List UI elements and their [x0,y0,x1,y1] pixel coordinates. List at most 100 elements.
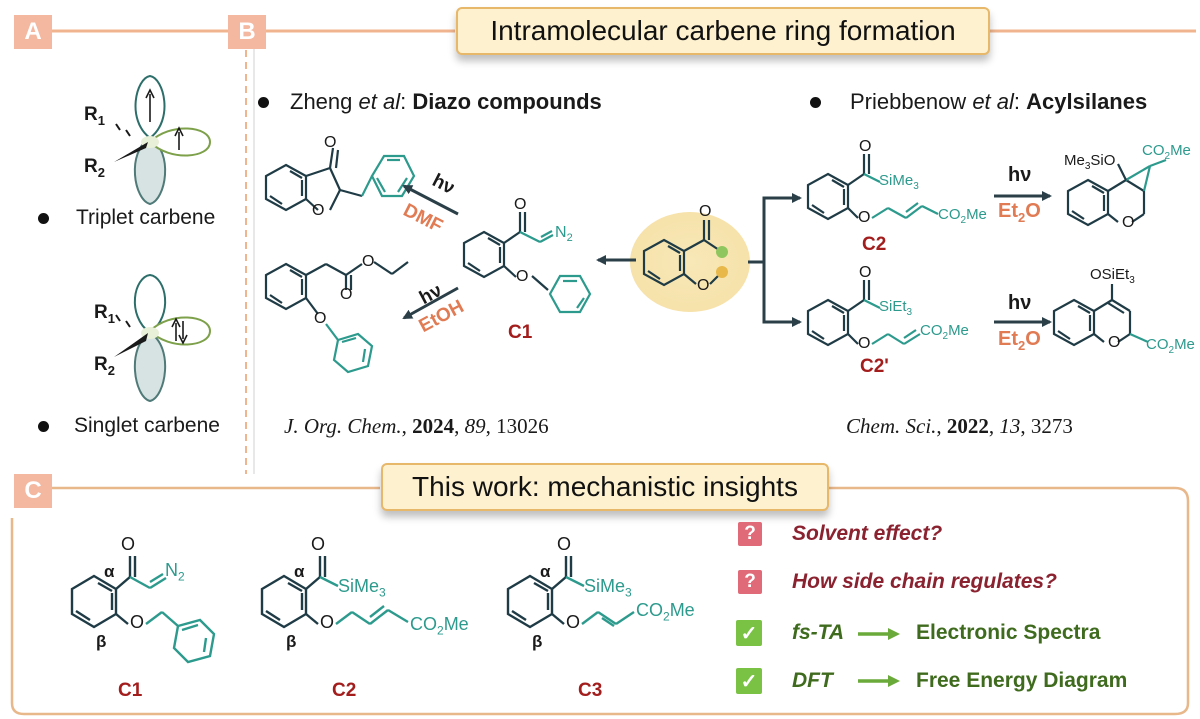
c2p-acylsilane-molecule [806,280,921,347]
c3-molecule-c [506,556,635,629]
check-icon: ✓ [736,668,762,694]
central-chromanone [642,220,723,287]
arrow-to-c2p [762,262,802,327]
alpha-c2: α [294,562,305,581]
atom-o-ether-c2: O [858,209,871,226]
atom-o-ether-c1: O [516,268,529,285]
atom-o-ether-c2p: O [858,335,871,352]
chromene-product [1052,284,1149,347]
atom-o-ether-product2: O [314,310,327,327]
question-icon: ? [738,522,762,546]
atom-o-ether-c2-c: O [320,612,335,632]
check-icon: ✓ [736,620,762,646]
triplet-carbene-label: Triplet carbene [76,206,216,229]
arrow-to-c2 [748,193,802,264]
triplet-r1-label: R1 [84,104,105,128]
insight-dft: DFT [792,669,833,692]
panel-tag-a: A [14,15,52,49]
bullet-triplet [38,213,49,224]
atom-co2me-c3-c: CO2Me [636,600,695,624]
label-c1-c: C1 [118,680,143,701]
label-c2-c: C2 [332,680,357,701]
green-dot [716,246,728,258]
singlet-r1-label: R1 [94,302,115,326]
bullet-priebbenow [810,97,821,108]
alpha-c3: α [540,562,551,581]
label-c2-b: C2 [862,234,887,255]
insight-electronic-spectra: Electronic Spectra [916,621,1101,644]
insight-side-chain: How side chain regulates? [792,570,1057,593]
central-glow [630,212,750,312]
title-this-work: This work: mechanistic insights [381,463,829,511]
singlet-r2-label: R2 [94,354,115,378]
triplet-orbital-diagram [114,74,212,206]
atom-o-c1-c: O [121,534,136,554]
atom-o-c2: O [859,138,872,155]
condition-et2o-c2: Et2O [998,200,1041,225]
atom-co2me-c2p: CO2Me [920,322,969,342]
priebbenow-heading: Priebbenow et al: Acylsilanes [850,89,1148,114]
c2-acylsilane-molecule [806,154,939,221]
bullet-singlet [38,421,49,432]
atom-o-c2p: O [859,264,872,281]
c1-molecule-c [70,556,216,664]
c2-molecule-c [260,556,409,629]
atom-o-product1: O [324,134,337,151]
atom-sime3-c2-c: SiMe3 [338,576,386,600]
atom-co2me-cyclopropane: CO2Me [1142,142,1191,162]
condition-hv-c2p: hν [1008,292,1032,314]
atom-o-ether-c1-c: O [130,612,145,632]
label-c3-c: C3 [578,680,603,701]
label-c2p-b: C2' [860,356,889,377]
atom-n2-c1-c: N2 [165,560,185,584]
atom-o-carbonyl-product2: O [340,286,353,303]
yellow-dot [716,266,728,278]
atom-me3sio: Me3SiO [1064,152,1116,172]
atom-n2-c1: N2 [555,224,573,245]
zheng-heading: Zheng et al: Diazo compounds [290,89,602,114]
question-icon: ? [738,570,762,594]
atom-co2me-c2-c: CO2Me [410,614,469,638]
atom-o-c1: O [514,196,527,213]
atom-osiet3: OSiEt3 [1090,266,1135,286]
singlet-carbene-label: Singlet carbene [74,414,220,437]
insight-solvent-effect: Solvent effect? [792,522,943,545]
atom-o-ester-product2: O [362,253,375,270]
ester-product [264,261,409,374]
condition-hv-c2: hν [1008,164,1032,186]
reference-joc: J. Org. Chem., 2024, 89, 13026 [284,414,549,438]
atom-co2me-chromene: CO2Me [1146,336,1195,356]
carbene-orbitals [114,74,212,403]
label-c1-b: C1 [508,322,533,343]
panel-tag-c: C [14,474,52,508]
condition-et2o-c2p: Et2O [998,328,1041,353]
atom-o-cyclopropane: O [1122,214,1135,231]
arrow-etoh [402,286,459,320]
reference-chemsci: Chem. Sci., 2022, 13, 3273 [846,414,1073,438]
title-intramolecular: Intramolecular carbene ring formation [456,7,990,55]
arrow-dmf [402,184,459,216]
beta-c2: β [286,632,297,651]
bullet-zheng [258,97,269,108]
atom-siet3-c2p: SiEt3 [879,298,913,318]
alpha-c1: α [104,562,115,581]
atom-o-ring-product1: O [312,202,325,219]
cyclopropane-product [1066,158,1167,227]
atom-sime3-c3-c: SiMe3 [584,576,632,600]
panel-tag-b: B [228,15,266,49]
atom-o-c2-c: O [311,534,326,554]
beta-c1: β [96,632,107,651]
atom-o-central-ring: O [697,277,710,294]
atom-co2me-c2: CO2Me [938,206,987,226]
atom-sime3-c2: SiMe3 [879,172,919,192]
beta-c3: β [532,632,543,651]
c1-diazo-molecule [462,212,592,314]
benzofuranone-product [264,147,416,212]
atom-o-chromene: O [1108,334,1121,351]
atom-o-ether-c3-c: O [566,612,581,632]
singlet-orbital-diagram [114,273,212,403]
insight-fsta: fs-TA [792,621,845,644]
atom-o-c3-c: O [557,534,572,554]
